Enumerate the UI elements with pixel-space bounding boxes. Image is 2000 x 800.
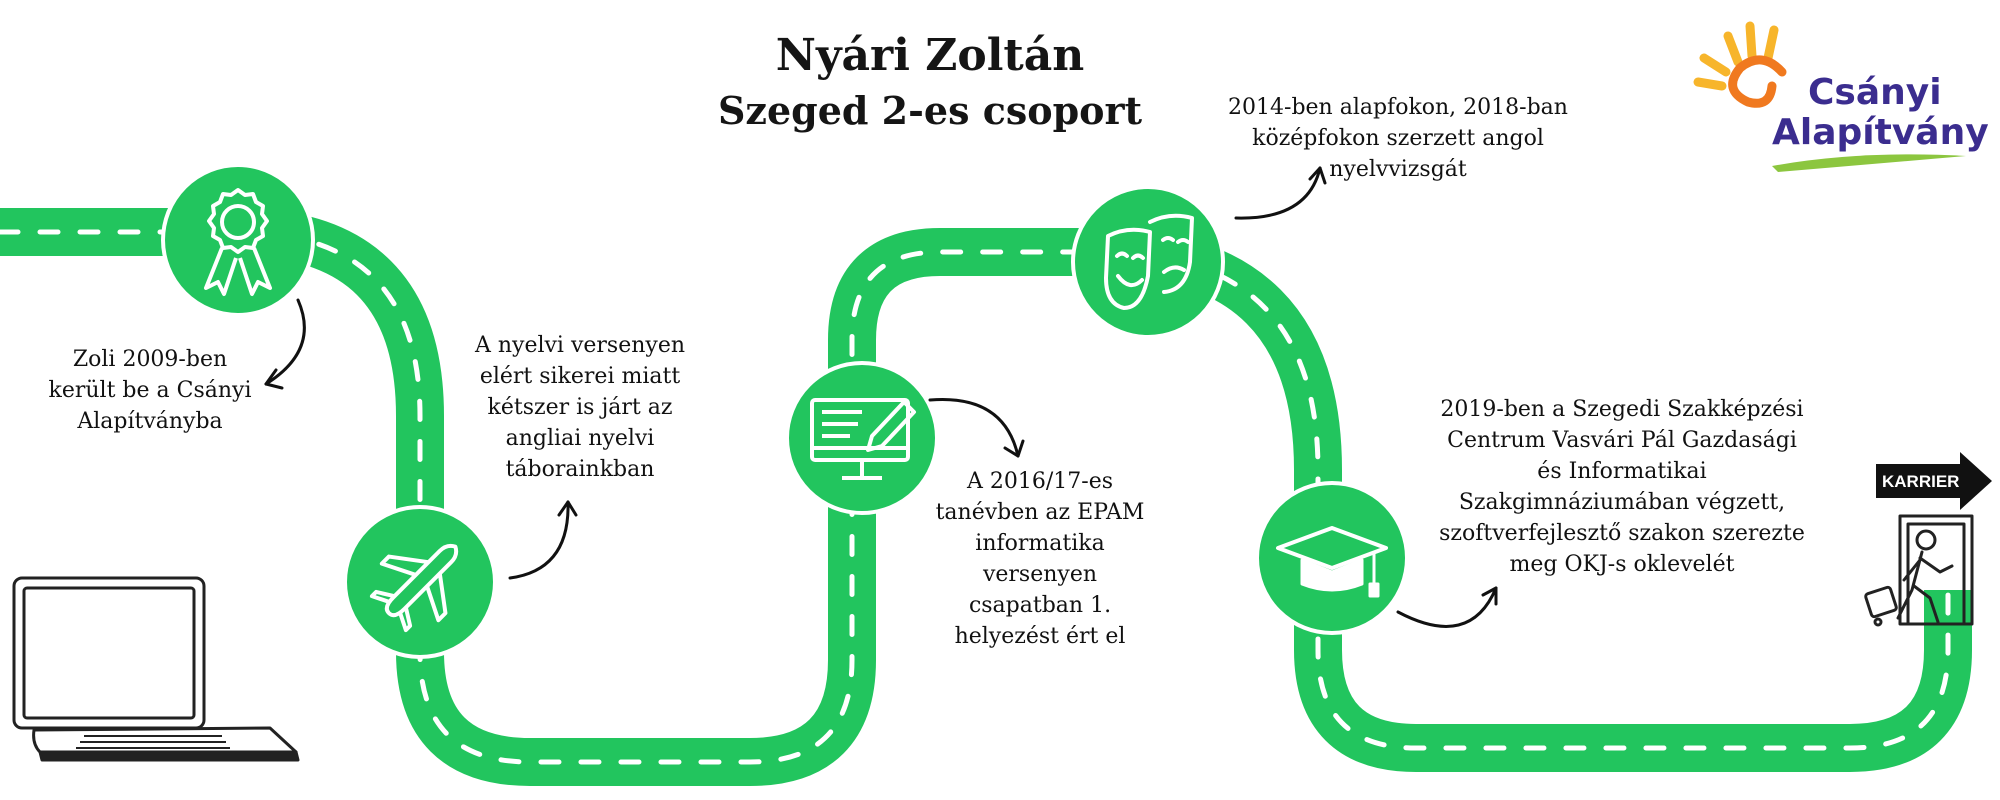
award-ribbon-icon [204, 188, 272, 296]
milestone-masks [1071, 185, 1225, 339]
note-line: és Informatikai [1537, 459, 1707, 484]
winding-road [0, 208, 1972, 786]
arrow-1 [264, 298, 306, 390]
milestone-graduation [1255, 481, 1409, 635]
milestone-note-4: 2014-ben alapfokon, 2018-ban középfokon … [1208, 92, 1588, 185]
note-line: angliai nyelvi [505, 426, 655, 451]
note-line: tanévben az EPAM [935, 500, 1145, 525]
note-line: szoftverfejlesztő szakon szerezte [1439, 521, 1805, 546]
page-subtitle: Szeged 2-es csoport [717, 88, 1143, 133]
airplane-icon [369, 543, 459, 633]
note-line: Szakgimnáziumában végzett, [1458, 490, 1786, 515]
note-line: Centrum Vasvári Pál Gazdasági [1447, 428, 1797, 453]
note-line: került be a Csányi [48, 378, 252, 403]
note-line: középfokon szerzett angol [1252, 126, 1544, 151]
theater-masks-icon [1104, 213, 1194, 310]
milestone-note-1: Zoli 2009-ben került be a Csányi Alapítv… [20, 344, 280, 437]
sun-icon [1693, 21, 1787, 108]
milestone-computer [785, 361, 939, 515]
milestone-note-3: A 2016/17-es tanévben az EPAM informatik… [925, 466, 1155, 652]
arrow-4 [1234, 166, 1327, 220]
note-line: A nyelvi versenyen [474, 333, 686, 358]
note-line: versenyen [982, 562, 1098, 587]
note-line: meg OKJ-s oklevelét [1509, 552, 1735, 577]
computer-pencil-icon [810, 398, 916, 480]
note-line: kétszer is járt az [487, 395, 673, 420]
arrow-3 [928, 397, 1025, 458]
note-line: 2019-ben a Szegedi Szakképzési [1440, 397, 1804, 422]
arrow-2 [508, 500, 578, 580]
logo-text-line1: Csányi [1808, 72, 1942, 113]
csanyi-logo [1693, 21, 1966, 172]
karrier-arrow-sign [1876, 452, 1992, 510]
note-line: táborainkban [505, 457, 655, 482]
milestone-airplane [343, 505, 497, 659]
page-title: Nyári Zoltán [775, 30, 1085, 81]
milestone-note-2: A nyelvi versenyen elért sikerei miatt k… [460, 330, 700, 485]
note-line: elért sikerei miatt [479, 364, 681, 389]
note-line: nyelvvizsgát [1329, 157, 1467, 182]
karrier-label: KARRIER [1882, 472, 1960, 491]
exit-door-icon [1864, 514, 1974, 627]
note-line: Alapítványba [77, 409, 223, 434]
note-line: A 2016/17-es [966, 469, 1114, 494]
note-line: Zoli 2009-ben [72, 347, 228, 372]
note-line: 2014-ben alapfokon, 2018-ban [1228, 95, 1568, 120]
note-line: helyezést ért el [954, 624, 1126, 649]
arrow-5 [1396, 586, 1498, 628]
laptop-icon [12, 576, 300, 762]
connector-arrows [264, 166, 1498, 628]
logo-swoosh [1772, 154, 1966, 172]
note-line: csapatban 1. [968, 593, 1112, 618]
milestone-award [161, 163, 315, 317]
milestone-note-5: 2019-ben a Szegedi Szakképzési Centrum V… [1412, 394, 1832, 580]
note-line: informatika [975, 531, 1105, 556]
logo-text-line2: Alapítvány [1772, 112, 1989, 153]
graduation-cap-icon [1276, 526, 1388, 598]
